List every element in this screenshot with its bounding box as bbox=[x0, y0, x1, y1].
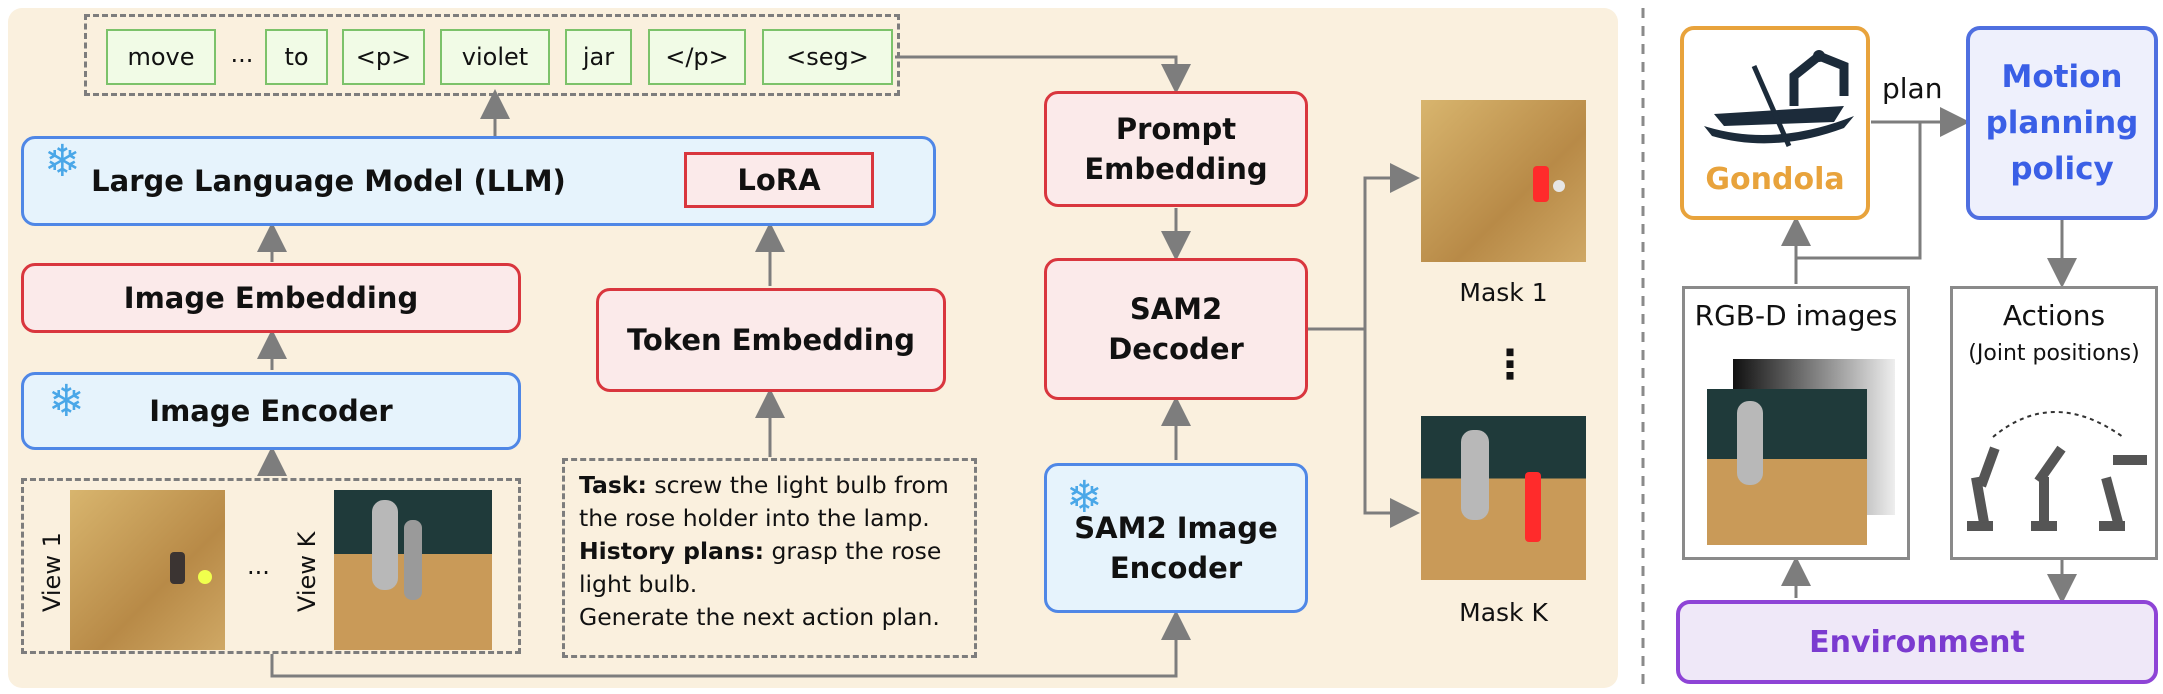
task-label: Task: bbox=[579, 471, 647, 499]
sam2-decoder-box: SAM2 Decoder bbox=[1044, 258, 1308, 400]
views-ellipsis: ... bbox=[247, 552, 270, 580]
snowflake-icon: ❄ bbox=[1066, 472, 1103, 523]
view1-image bbox=[70, 490, 225, 650]
generate-text: Generate the next action plan. bbox=[579, 603, 940, 631]
actions-label: Actions bbox=[2002, 299, 2106, 332]
token-seg: <seg> bbox=[762, 29, 893, 85]
image-encoder-box: Image Encoder bbox=[21, 372, 521, 450]
token-move: move bbox=[106, 29, 216, 85]
token-p-open: <p> bbox=[342, 29, 425, 85]
token-violet: violet bbox=[440, 29, 550, 85]
motion-policy-box: Motion planning policy bbox=[1966, 26, 2158, 220]
rgbd-box: RGB-D images bbox=[1682, 286, 1910, 560]
output-token-group bbox=[84, 14, 900, 96]
plan-label: plan bbox=[1882, 72, 1943, 105]
actions-box: Actions (Joint positions) bbox=[1950, 286, 2158, 560]
viewk-label: View K bbox=[293, 531, 321, 612]
token-p-close: </p> bbox=[648, 29, 746, 85]
maskk-image bbox=[1421, 416, 1586, 580]
token-jar: jar bbox=[565, 29, 632, 85]
viewk-image bbox=[334, 490, 492, 650]
token-to: to bbox=[265, 29, 328, 85]
gondola-label: Gondola bbox=[1705, 162, 1845, 197]
mask1-image bbox=[1421, 100, 1586, 262]
rgbd-label: RGB-D images bbox=[1694, 299, 1898, 332]
mask1-label: Mask 1 bbox=[1459, 278, 1548, 307]
llm-box: Large Language Model (LLM) bbox=[21, 136, 936, 226]
snowflake-icon: ❄ bbox=[44, 136, 81, 187]
task-text-box: Task: screw the light bulb from the rose… bbox=[562, 458, 977, 658]
prompt-embedding-box: Prompt Embedding bbox=[1044, 91, 1308, 207]
history-label: History plans: bbox=[579, 537, 765, 565]
token-embedding-box: Token Embedding bbox=[596, 288, 946, 392]
sam2-image-encoder-box: SAM2 Image Encoder bbox=[1044, 463, 1308, 613]
gondola-box: Gondola bbox=[1680, 26, 1870, 220]
image-embedding-box: Image Embedding bbox=[21, 263, 521, 333]
maskk-label: Mask K bbox=[1459, 598, 1548, 627]
snowflake-icon: ❄ bbox=[48, 376, 85, 427]
gondola-robot-icon bbox=[1704, 50, 1854, 148]
views-group bbox=[21, 478, 521, 654]
rgb-image bbox=[1707, 389, 1867, 545]
view1-label: View 1 bbox=[38, 532, 66, 612]
task-body: screw the light bulb from the rose holde… bbox=[579, 471, 949, 532]
llm-label: Large Language Model (LLM) bbox=[91, 164, 566, 198]
robot-arm-icons bbox=[1967, 411, 2147, 531]
environment-box: Environment bbox=[1676, 600, 2158, 684]
masks-vertical-ellipsis: ⋮ bbox=[1490, 342, 1530, 388]
lora-box: LoRA bbox=[684, 152, 874, 208]
token-ellipsis: ... bbox=[230, 40, 254, 68]
actions-sublabel: (Joint positions) bbox=[1968, 341, 2140, 366]
history-body: grasp the rose light bulb. bbox=[579, 537, 942, 598]
